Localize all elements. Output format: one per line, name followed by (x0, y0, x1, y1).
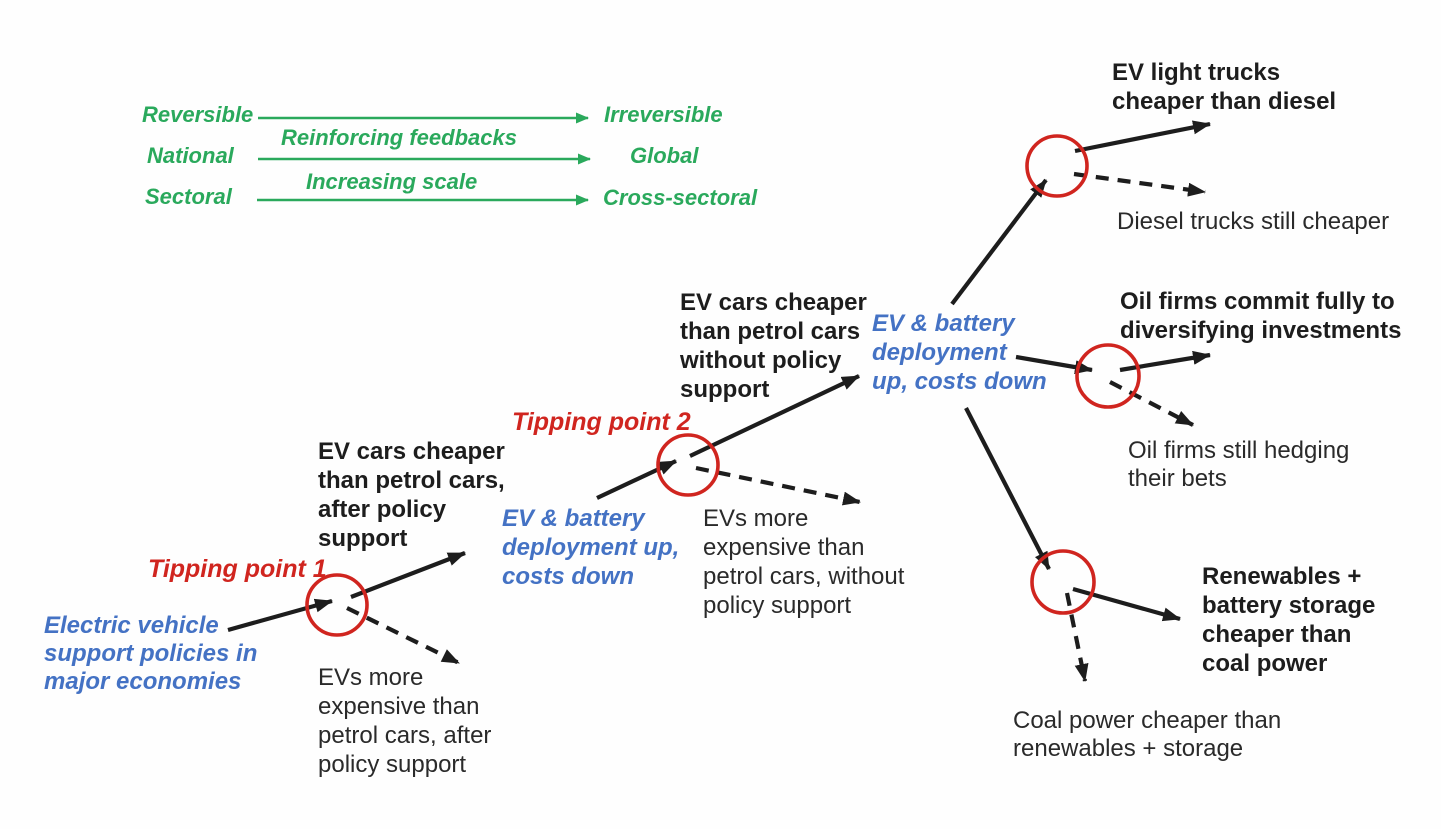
arrow-tp2-success (689, 374, 860, 458)
tipping-circle-power (1030, 549, 1096, 615)
node-diesel-trucks-still-cheaper: Diesel trucks still cheaper (1117, 208, 1390, 235)
legend-reinforcing-feedbacks: Reinforcing feedbacks (281, 125, 517, 150)
legend-cross-sectoral: Cross-sectoral (603, 185, 758, 210)
arrow-tp1-success (350, 551, 466, 599)
arrow-trucks-success (1074, 120, 1211, 154)
node-ev-battery-deployment-2: EV & battery deployment up, costs down (872, 310, 1047, 395)
tipping-point-2-label: Tipping point 2 (512, 408, 691, 436)
arrow-power-success (1072, 586, 1181, 622)
node-ev-cars-cheaper-without: EV cars cheaper than petrol cars without… (680, 289, 867, 403)
node-renewables-cheaper: Renewables + battery storage cheaper tha… (1202, 563, 1376, 677)
tipping-circle-2 (656, 433, 720, 497)
legend-increasing-scale: Increasing scale (306, 169, 478, 194)
dashed-arrow-oil-fail (1109, 380, 1194, 427)
arrow-deployment1-to-tp2 (596, 459, 677, 500)
node-evs-more-expensive-without: EVs more expensive than petrol cars, wit… (703, 505, 905, 619)
dashed-arrow-tp2-fail (695, 465, 861, 506)
legend-national: National (147, 143, 234, 168)
dashed-arrow-trucks-fail (1073, 171, 1206, 197)
tipping-circle-oil (1075, 343, 1141, 409)
node-oil-firms-hedging: Oil firms still hedging their bets (1128, 437, 1350, 492)
arrow-driver-to-tp1 (227, 598, 333, 633)
legend-sectoral: Sectoral (145, 184, 232, 209)
node-ev-battery-deployment-1: EV & battery deployment up, costs down (502, 505, 680, 590)
legend-irreversible: Irreversible (604, 102, 723, 127)
legend-reversible: Reversible (142, 102, 254, 127)
node-ev-light-trucks-cheaper: EV light trucks cheaper than diesel (1112, 59, 1337, 115)
dashed-arrow-power-fail (1064, 592, 1089, 682)
node-evs-more-expensive-after: EVs more expensive than petrol cars, aft… (318, 664, 492, 778)
node-ev-support-policies: Electric vehicle support policies in maj… (44, 612, 258, 695)
arrow-deployment2-to-trucks-circle (950, 178, 1048, 306)
node-coal-power-cheaper: Coal power cheaper than renewables + sto… (1013, 707, 1282, 762)
node-ev-cars-cheaper-after: EV cars cheaper than petrol cars, after … (318, 438, 505, 552)
tipping-circle-1 (305, 573, 369, 637)
node-oil-firms-commit: Oil firms commit fully to diversifying i… (1120, 288, 1402, 344)
legend-global: Global (630, 143, 699, 168)
tipping-circle-trucks (1025, 134, 1089, 198)
arrow-oil-success (1119, 350, 1211, 373)
tipping-point-1-label: Tipping point 1 (148, 555, 327, 583)
arrow-deployment2-to-power-circle (964, 407, 1051, 570)
